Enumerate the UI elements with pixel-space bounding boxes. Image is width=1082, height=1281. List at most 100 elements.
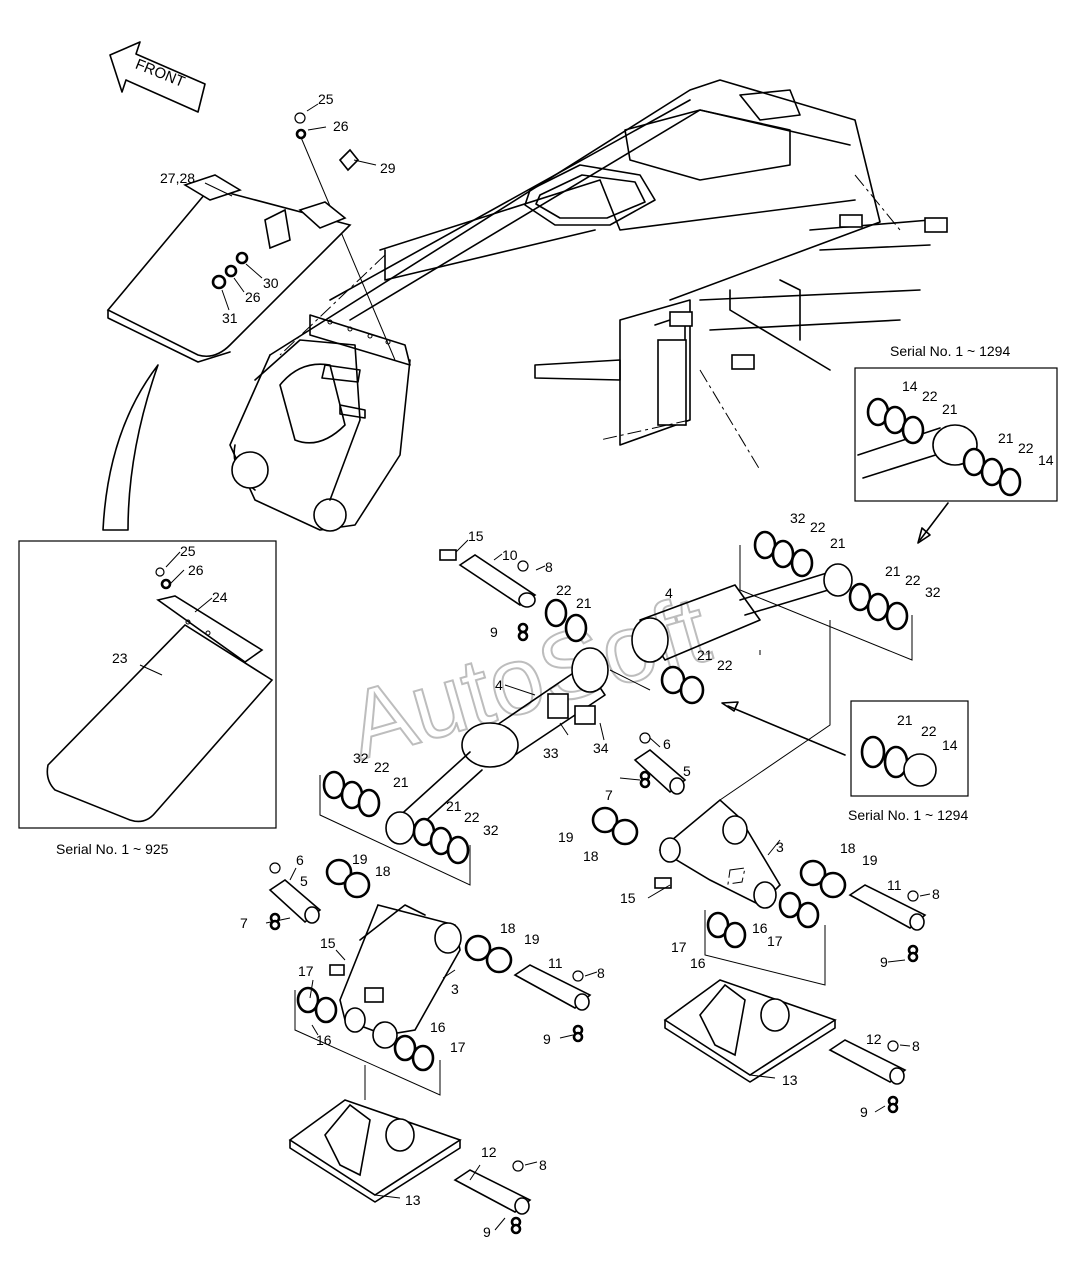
callout-8: 8 — [597, 965, 605, 981]
callout-3: 3 — [451, 981, 459, 997]
callout-15: 15 — [468, 528, 484, 544]
right-base-plate — [663, 979, 907, 1114]
callout-22: 22 — [1018, 440, 1034, 456]
callout-34: 34 — [593, 740, 609, 756]
pin-10 — [439, 549, 537, 642]
left-base-plate — [288, 1099, 532, 1235]
callout-10: 10 — [502, 547, 518, 563]
callout-21: 21 — [446, 798, 462, 814]
callout-26: 26 — [333, 118, 349, 134]
callout-21: 21 — [830, 535, 846, 551]
front-arrow: FRONT — [109, 41, 206, 113]
callout-13: 13 — [782, 1072, 798, 1088]
callout-16: 16 — [316, 1032, 332, 1048]
callout-16: 16 — [690, 955, 706, 971]
lower-cylinder — [319, 647, 609, 886]
callout-5: 5 — [683, 763, 691, 779]
callout-21: 21 — [393, 774, 409, 790]
callout-19: 19 — [558, 829, 574, 845]
callout-14: 14 — [1038, 452, 1054, 468]
callouts: 25 26 29 27,28 30 26 31 25 26 24 23 14 2… — [112, 91, 1054, 1240]
callout-17: 17 — [450, 1039, 466, 1055]
callout-5: 5 — [300, 873, 308, 889]
callout-7: 7 — [605, 787, 613, 803]
callout-21: 21 — [942, 401, 958, 417]
callout-7: 7 — [240, 915, 248, 931]
callout-8: 8 — [912, 1038, 920, 1054]
upper-cylinder — [544, 530, 913, 801]
callout-11: 11 — [887, 877, 902, 893]
callout-33: 33 — [543, 745, 559, 761]
callout-9: 9 — [860, 1104, 868, 1120]
caption-serial-925: Serial No. 1 ~ 925 — [56, 841, 169, 857]
callout-19: 19 — [352, 851, 368, 867]
callout-22: 22 — [810, 519, 826, 535]
callout-29: 29 — [380, 160, 396, 176]
callout-30: 30 — [263, 275, 279, 291]
callout-32: 32 — [925, 584, 941, 600]
callout-6: 6 — [663, 736, 671, 752]
callout-22: 22 — [717, 657, 733, 673]
front-label: FRONT — [133, 56, 187, 91]
callout-21: 21 — [897, 712, 913, 728]
callout-25: 25 — [180, 543, 196, 559]
callout-8: 8 — [539, 1157, 547, 1173]
callout-23: 23 — [112, 650, 128, 666]
callout-4: 4 — [495, 677, 503, 693]
callout-22: 22 — [921, 723, 937, 739]
callout-31: 31 — [222, 310, 238, 326]
callout-18: 18 — [500, 920, 516, 936]
callout-6: 6 — [296, 852, 304, 868]
callout-11: 11 — [548, 955, 563, 971]
callout-12: 12 — [481, 1144, 497, 1160]
inset-top-right: Serial No. 1 ~ 1294 — [854, 343, 1058, 544]
cover-plate — [106, 112, 360, 363]
callout-12: 12 — [866, 1031, 882, 1047]
callout-9: 9 — [490, 624, 498, 640]
left-bracket — [268, 858, 592, 1100]
callout-25: 25 — [318, 91, 334, 107]
callout-26: 26 — [245, 289, 261, 305]
leader-lines — [139, 103, 931, 1231]
callout-16: 16 — [752, 920, 768, 936]
caption-serial-1294-top: Serial No. 1 ~ 1294 — [890, 343, 1010, 359]
right-bracket — [591, 732, 927, 986]
callout-15: 15 — [620, 890, 636, 906]
callout-26: 26 — [188, 562, 204, 578]
callout-27-28: 27,28 — [160, 170, 195, 186]
callout-9: 9 — [880, 954, 888, 970]
callout-22: 22 — [464, 809, 480, 825]
callout-22: 22 — [922, 388, 938, 404]
callout-13: 13 — [405, 1192, 421, 1208]
callout-18: 18 — [840, 840, 856, 856]
callout-8: 8 — [932, 886, 940, 902]
callout-4: 4 — [665, 585, 673, 601]
callout-18: 18 — [375, 863, 391, 879]
callout-18: 18 — [583, 848, 599, 864]
callout-21: 21 — [697, 647, 713, 663]
callout-19: 19 — [862, 852, 878, 868]
callout-22: 22 — [556, 582, 572, 598]
callout-3: 3 — [776, 839, 784, 855]
callout-32: 32 — [483, 822, 499, 838]
callout-14: 14 — [942, 737, 958, 753]
callout-32: 32 — [790, 510, 806, 526]
callout-8: 8 — [545, 559, 553, 575]
callout-9: 9 — [483, 1224, 491, 1240]
callout-19: 19 — [524, 931, 540, 947]
inset-left: Serial No. 1 ~ 925 — [18, 364, 277, 857]
inset-mid-right: Serial No. 1 ~ 1294 — [721, 700, 969, 823]
callout-21: 21 — [998, 430, 1014, 446]
callout-9: 9 — [543, 1031, 551, 1047]
callout-14: 14 — [902, 378, 918, 394]
callout-32: 32 — [353, 750, 369, 766]
callout-15: 15 — [320, 935, 336, 951]
callout-16: 16 — [430, 1019, 446, 1035]
callout-22: 22 — [374, 759, 390, 775]
callout-21: 21 — [576, 595, 592, 611]
callout-17: 17 — [767, 933, 783, 949]
callout-17: 17 — [298, 963, 314, 979]
main-frame — [229, 79, 948, 532]
callout-21: 21 — [885, 563, 901, 579]
